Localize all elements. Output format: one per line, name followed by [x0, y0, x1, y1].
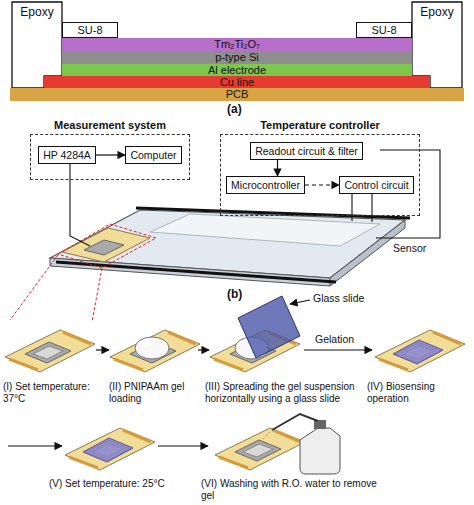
process-box: Microcontroller [226, 176, 305, 194]
wire [70, 150, 440, 246]
dashed-group: Temperature controllerReadout circuit & … [220, 118, 420, 216]
epoxy-label-box: Epoxy [14, 4, 60, 20]
layer-band: PCB [10, 88, 464, 101]
step-caption: (I) Set temperature: 37°C [2, 381, 108, 405]
step-caption: (II) PNIPAAm gel loading [108, 381, 206, 405]
step-caption: (VI) Washing with R.O. water to remove g… [200, 478, 392, 502]
step-note: Gelation [314, 333, 355, 346]
su8-block: SU-8 [62, 22, 118, 38]
process-box: HP 4284A [38, 146, 96, 164]
layer-band: Cu line [44, 76, 430, 88]
node-text: Epoxy [420, 6, 453, 18]
panel-label: (a) [226, 102, 243, 116]
process-box: Readout circuit & filter [250, 142, 363, 160]
callout-label: Sensor [392, 242, 427, 255]
sensor-chip [65, 428, 155, 470]
process-box: Computer [125, 146, 182, 164]
wash-bottle [262, 414, 340, 474]
device-stage [50, 208, 410, 286]
node-text: PCB [226, 89, 249, 100]
node-text: Computer [130, 149, 176, 161]
connector [96, 154, 125, 155]
node-text: SU-8 [77, 25, 102, 36]
epoxy-label-box: Epoxy [414, 4, 460, 20]
sensor-chip [215, 428, 305, 470]
callout-label: Glass slide [312, 292, 365, 305]
sensor-chip [110, 330, 200, 372]
node-text: Cu line [220, 77, 254, 88]
node-text: Al electrode [208, 65, 266, 76]
sensor-chip [375, 330, 465, 372]
step-caption: (III) Spreading the gel suspension horiz… [204, 381, 364, 405]
group-heading: Temperature controller [220, 118, 420, 132]
group-heading: Measurement system [30, 118, 190, 132]
panel-label: (b) [226, 287, 243, 301]
step-caption: (IV) Biosensing operation [366, 381, 472, 405]
node-text: Epoxy [20, 6, 53, 18]
node-text: HP 4284A [43, 149, 91, 161]
process-box: Control circuit [339, 176, 414, 194]
layer-band: Tm₂Ti₂O₇ [62, 38, 412, 51]
node-text: p-type Si [215, 52, 258, 63]
sensor-chip [210, 296, 300, 372]
layer-band: Al electrode [62, 64, 412, 76]
node-text: Microcontroller [231, 179, 300, 191]
node-text: Control circuit [344, 179, 408, 191]
zoom-leader [10, 255, 102, 322]
node-text: Readout circuit & filter [255, 145, 358, 157]
connector [277, 160, 278, 176]
dashed-group: Measurement system HP 4284A Computer [30, 118, 190, 180]
layer-band: p-type Si [62, 51, 412, 64]
flow-arrow [96, 300, 372, 350]
node-text: SU-8 [371, 25, 396, 36]
connector [305, 184, 339, 185]
step-caption: (V) Set temperature: 25°C [48, 478, 176, 490]
node-text: Tm₂Ti₂O₇ [214, 39, 260, 50]
sensor-chip [5, 330, 95, 372]
su8-block: SU-8 [356, 22, 412, 38]
